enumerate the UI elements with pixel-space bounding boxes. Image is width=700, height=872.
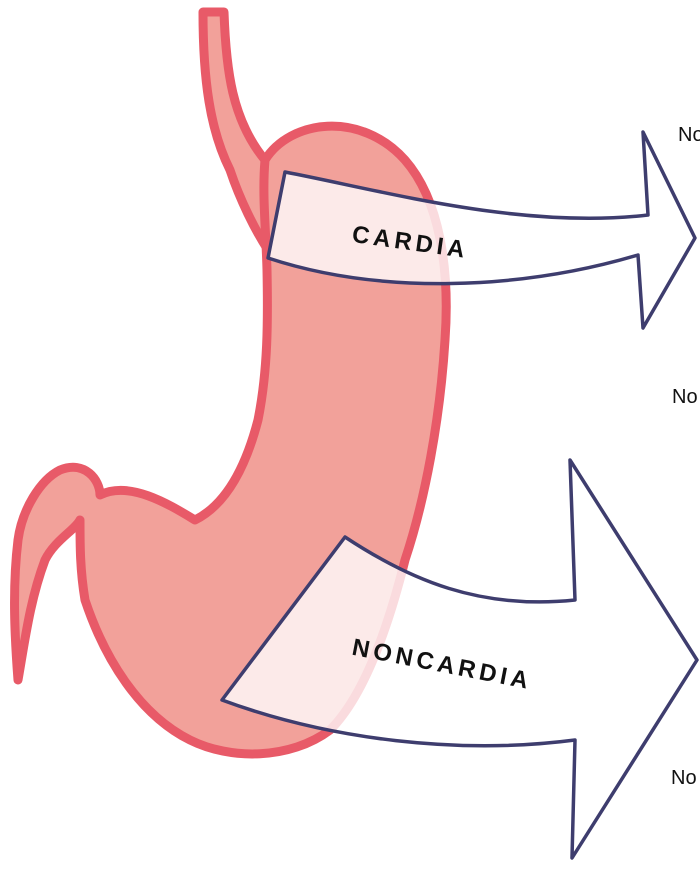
right-label-3: No (671, 767, 697, 789)
esophagus (203, 12, 268, 250)
right-label-2: No (672, 386, 698, 408)
right-label-1: No (678, 124, 700, 146)
